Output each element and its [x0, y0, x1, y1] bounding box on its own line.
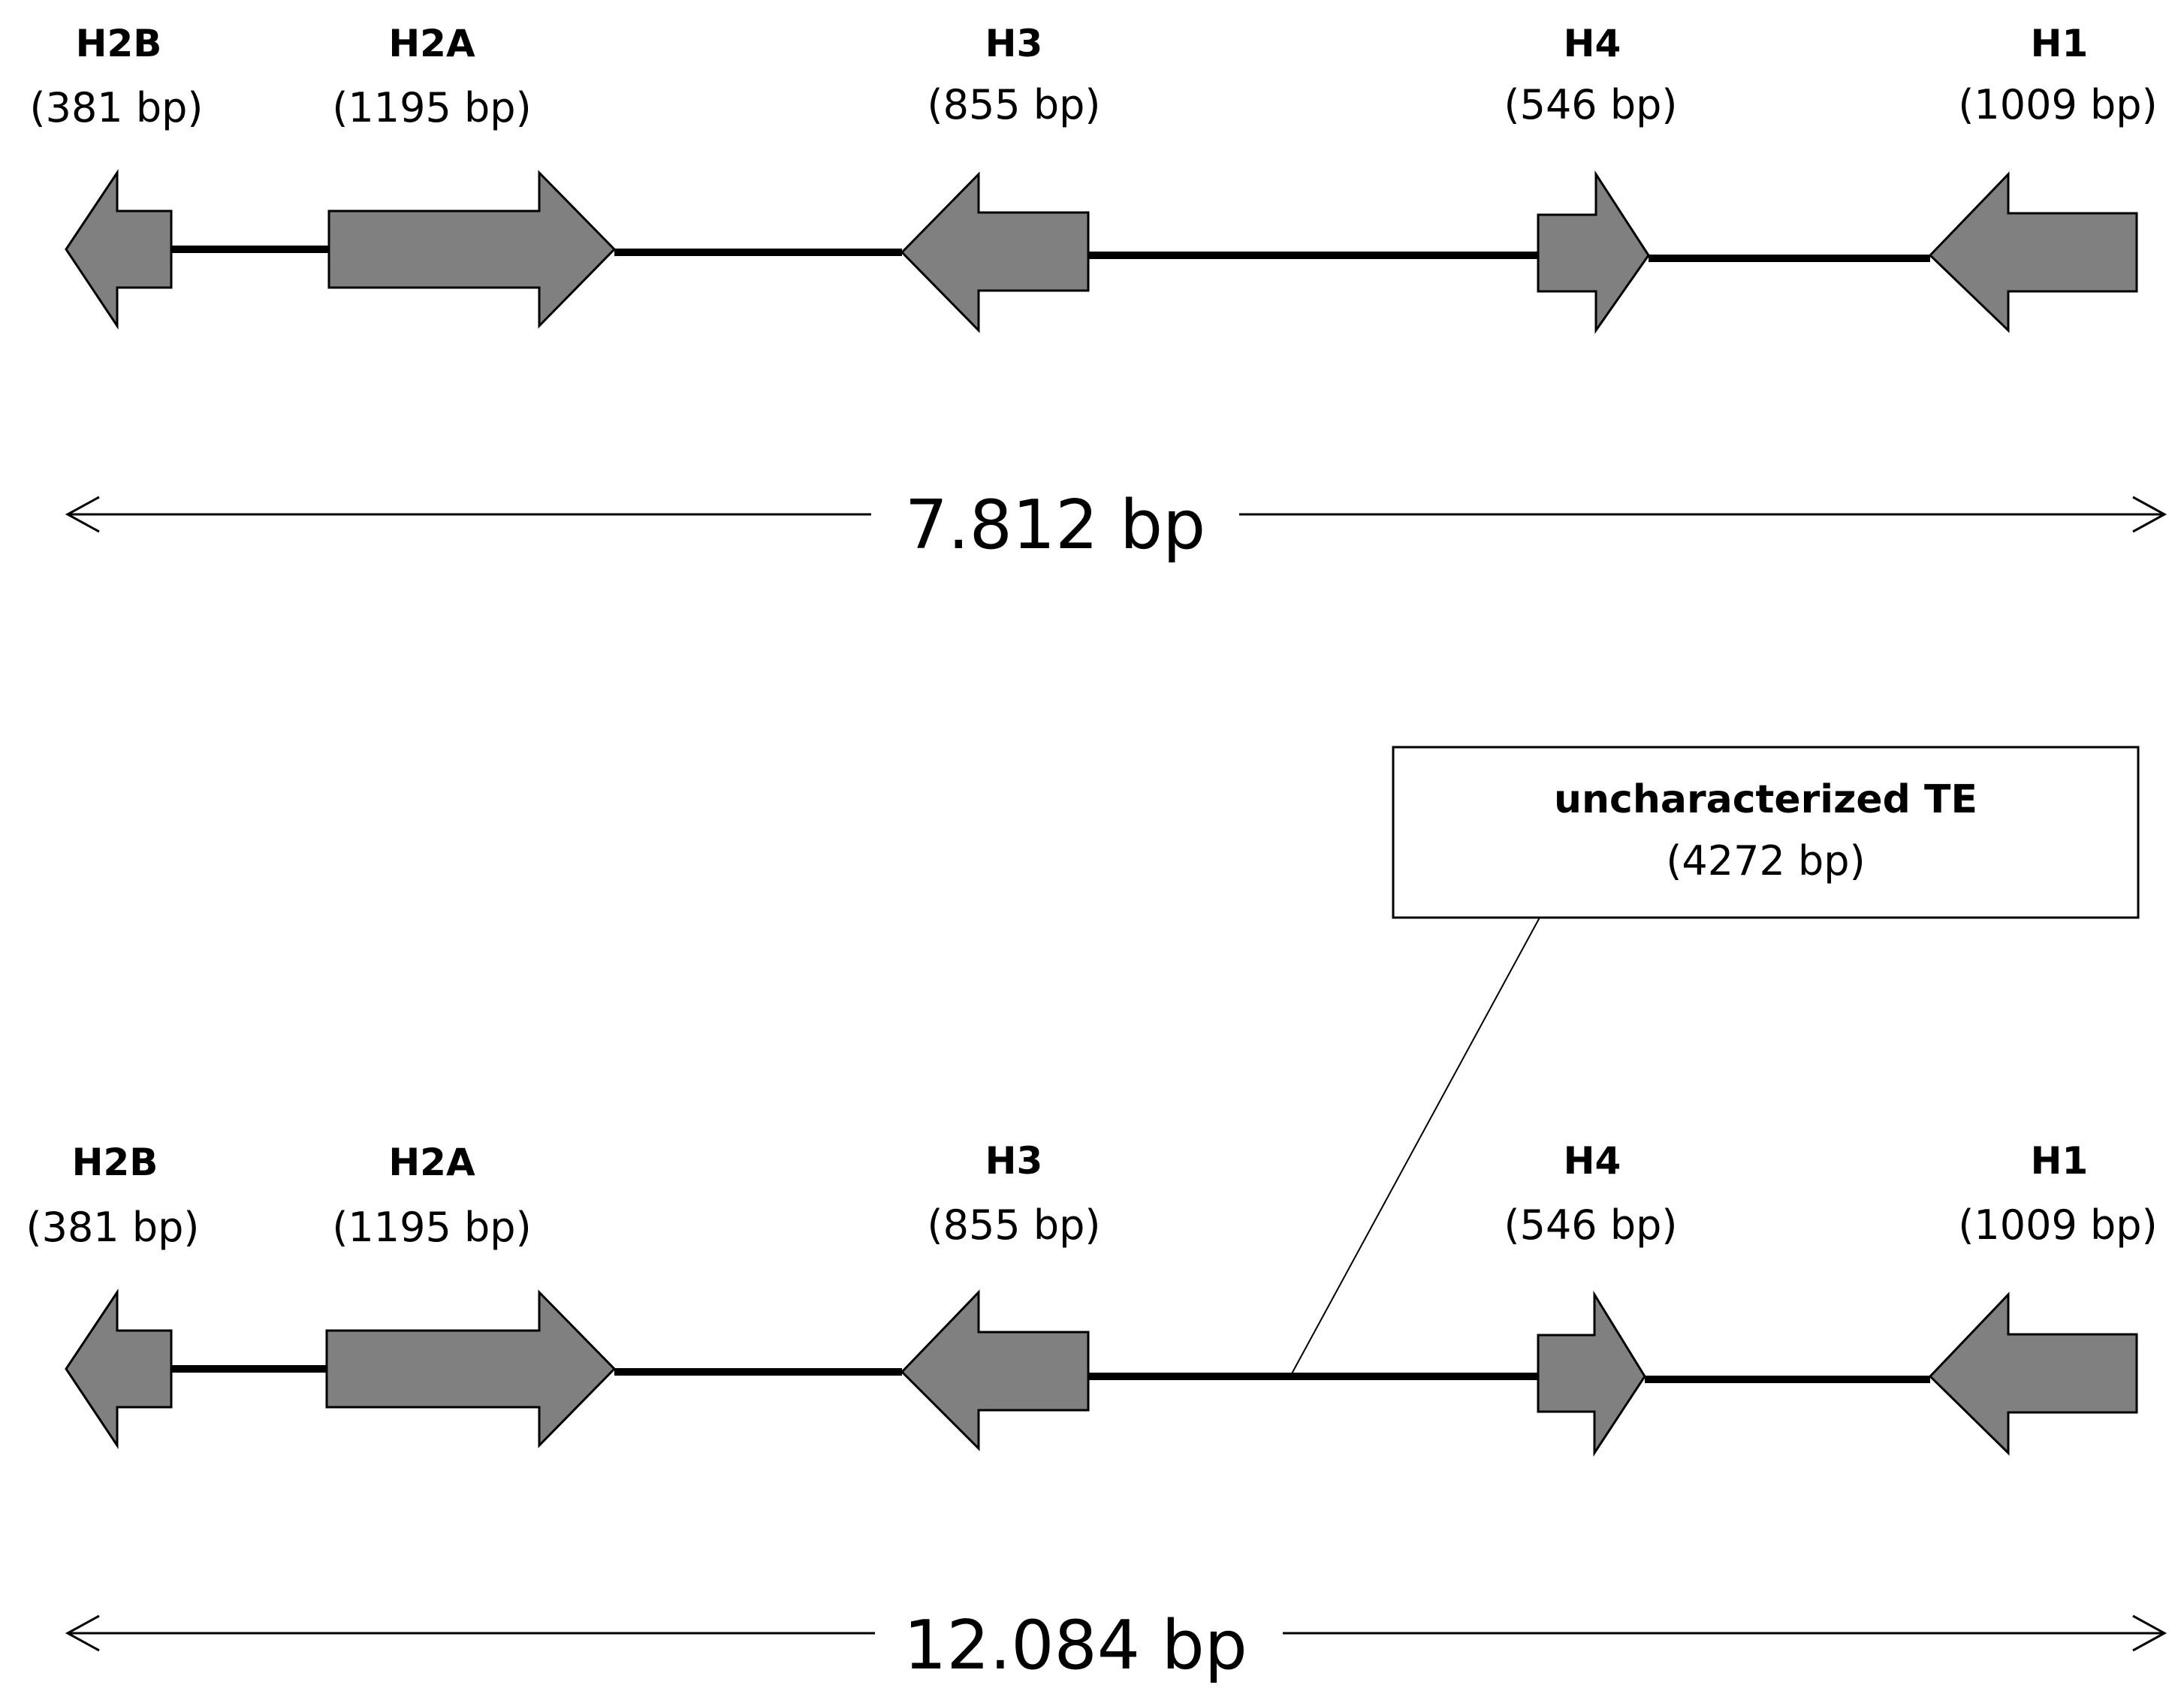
cluster-2-gene-h1-arrow	[1928, 1292, 2138, 1456]
cluster-1-gene-h3-size: (855 bp)	[928, 81, 1101, 128]
cluster-1-gene-h1-size: (1009 bp)	[1958, 81, 2157, 128]
te-insertion-size: (4272 bp)	[1666, 837, 1865, 885]
cluster-1-gene-h2b-name: H2B	[76, 22, 162, 65]
te-insertion-leader-line	[1290, 917, 1540, 1377]
cluster-1-gene-h2a-size: (1195 bp)	[332, 84, 531, 131]
cluster-1-gene-h2b-arrow	[65, 169, 173, 330]
cluster-1-gene-h3-arrow	[900, 171, 1090, 333]
cluster-1-gene-h4-name: H4	[1564, 22, 1621, 65]
cluster-2-gene-h1-name: H1	[2031, 1139, 2089, 1183]
cluster-1-gene-h4-size: (546 bp)	[1504, 81, 1678, 128]
cluster-1-gene-h2b-size: (381 bp)	[30, 84, 204, 131]
cluster-2-gene-h3-size: (855 bp)	[928, 1201, 1101, 1249]
cluster-2-gene-h2b-arrow	[65, 1289, 173, 1449]
te-insertion-callout-box	[1392, 746, 2140, 919]
cluster-1-gene-h1-name: H1	[2031, 22, 2089, 65]
cluster-2-gene-h4-size: (546 bp)	[1504, 1201, 1678, 1249]
cluster-1-scale-left-arrowhead	[65, 496, 100, 533]
cluster-2-scale-right-arrowhead	[2132, 1614, 2167, 1652]
cluster-2-total-length: 12.084 bp	[903, 1606, 1247, 1685]
cluster-2: H2B (381 bp) H2A (1195 bp) H3 (855 bp) H…	[26, 746, 2167, 1685]
cluster-1-gene-h2a-arrow	[327, 170, 617, 329]
cluster-2-gene-h4-name: H4	[1564, 1139, 1621, 1183]
cluster-2-gene-h4-arrow	[1537, 1290, 1646, 1457]
cluster-2-gene-h2a-name: H2A	[388, 1141, 475, 1184]
cluster-1-gene-h4-arrow	[1537, 170, 1650, 334]
te-insertion-name: uncharacterized TE	[1554, 777, 1977, 822]
cluster-2-gene-h3-arrow	[900, 1289, 1090, 1451]
cluster-2-gene-h2b-name: H2B	[72, 1141, 158, 1184]
cluster-2-gene-h2a-arrow	[325, 1289, 617, 1448]
cluster-1-gene-h1-arrow	[1928, 171, 2138, 333]
cluster-2-scale-left-arrowhead	[65, 1614, 100, 1652]
cluster-1-scale-right-arrowhead	[2132, 496, 2167, 533]
cluster-2-gene-h1-size: (1009 bp)	[1958, 1201, 2157, 1249]
cluster-1-total-length: 7.812 bp	[905, 486, 1206, 565]
cluster-2-gene-h2a-size: (1195 bp)	[332, 1204, 531, 1251]
cluster-1-gene-h3-name: H3	[985, 22, 1043, 65]
cluster-1: H2B (381 bp) H2A (1195 bp) H3 (855 bp) H…	[30, 22, 2167, 565]
cluster-1-gene-h2a-name: H2A	[388, 22, 475, 65]
cluster-2-gene-h2b-size: (381 bp)	[26, 1204, 200, 1251]
cluster-2-gene-h3-name: H3	[985, 1139, 1043, 1183]
